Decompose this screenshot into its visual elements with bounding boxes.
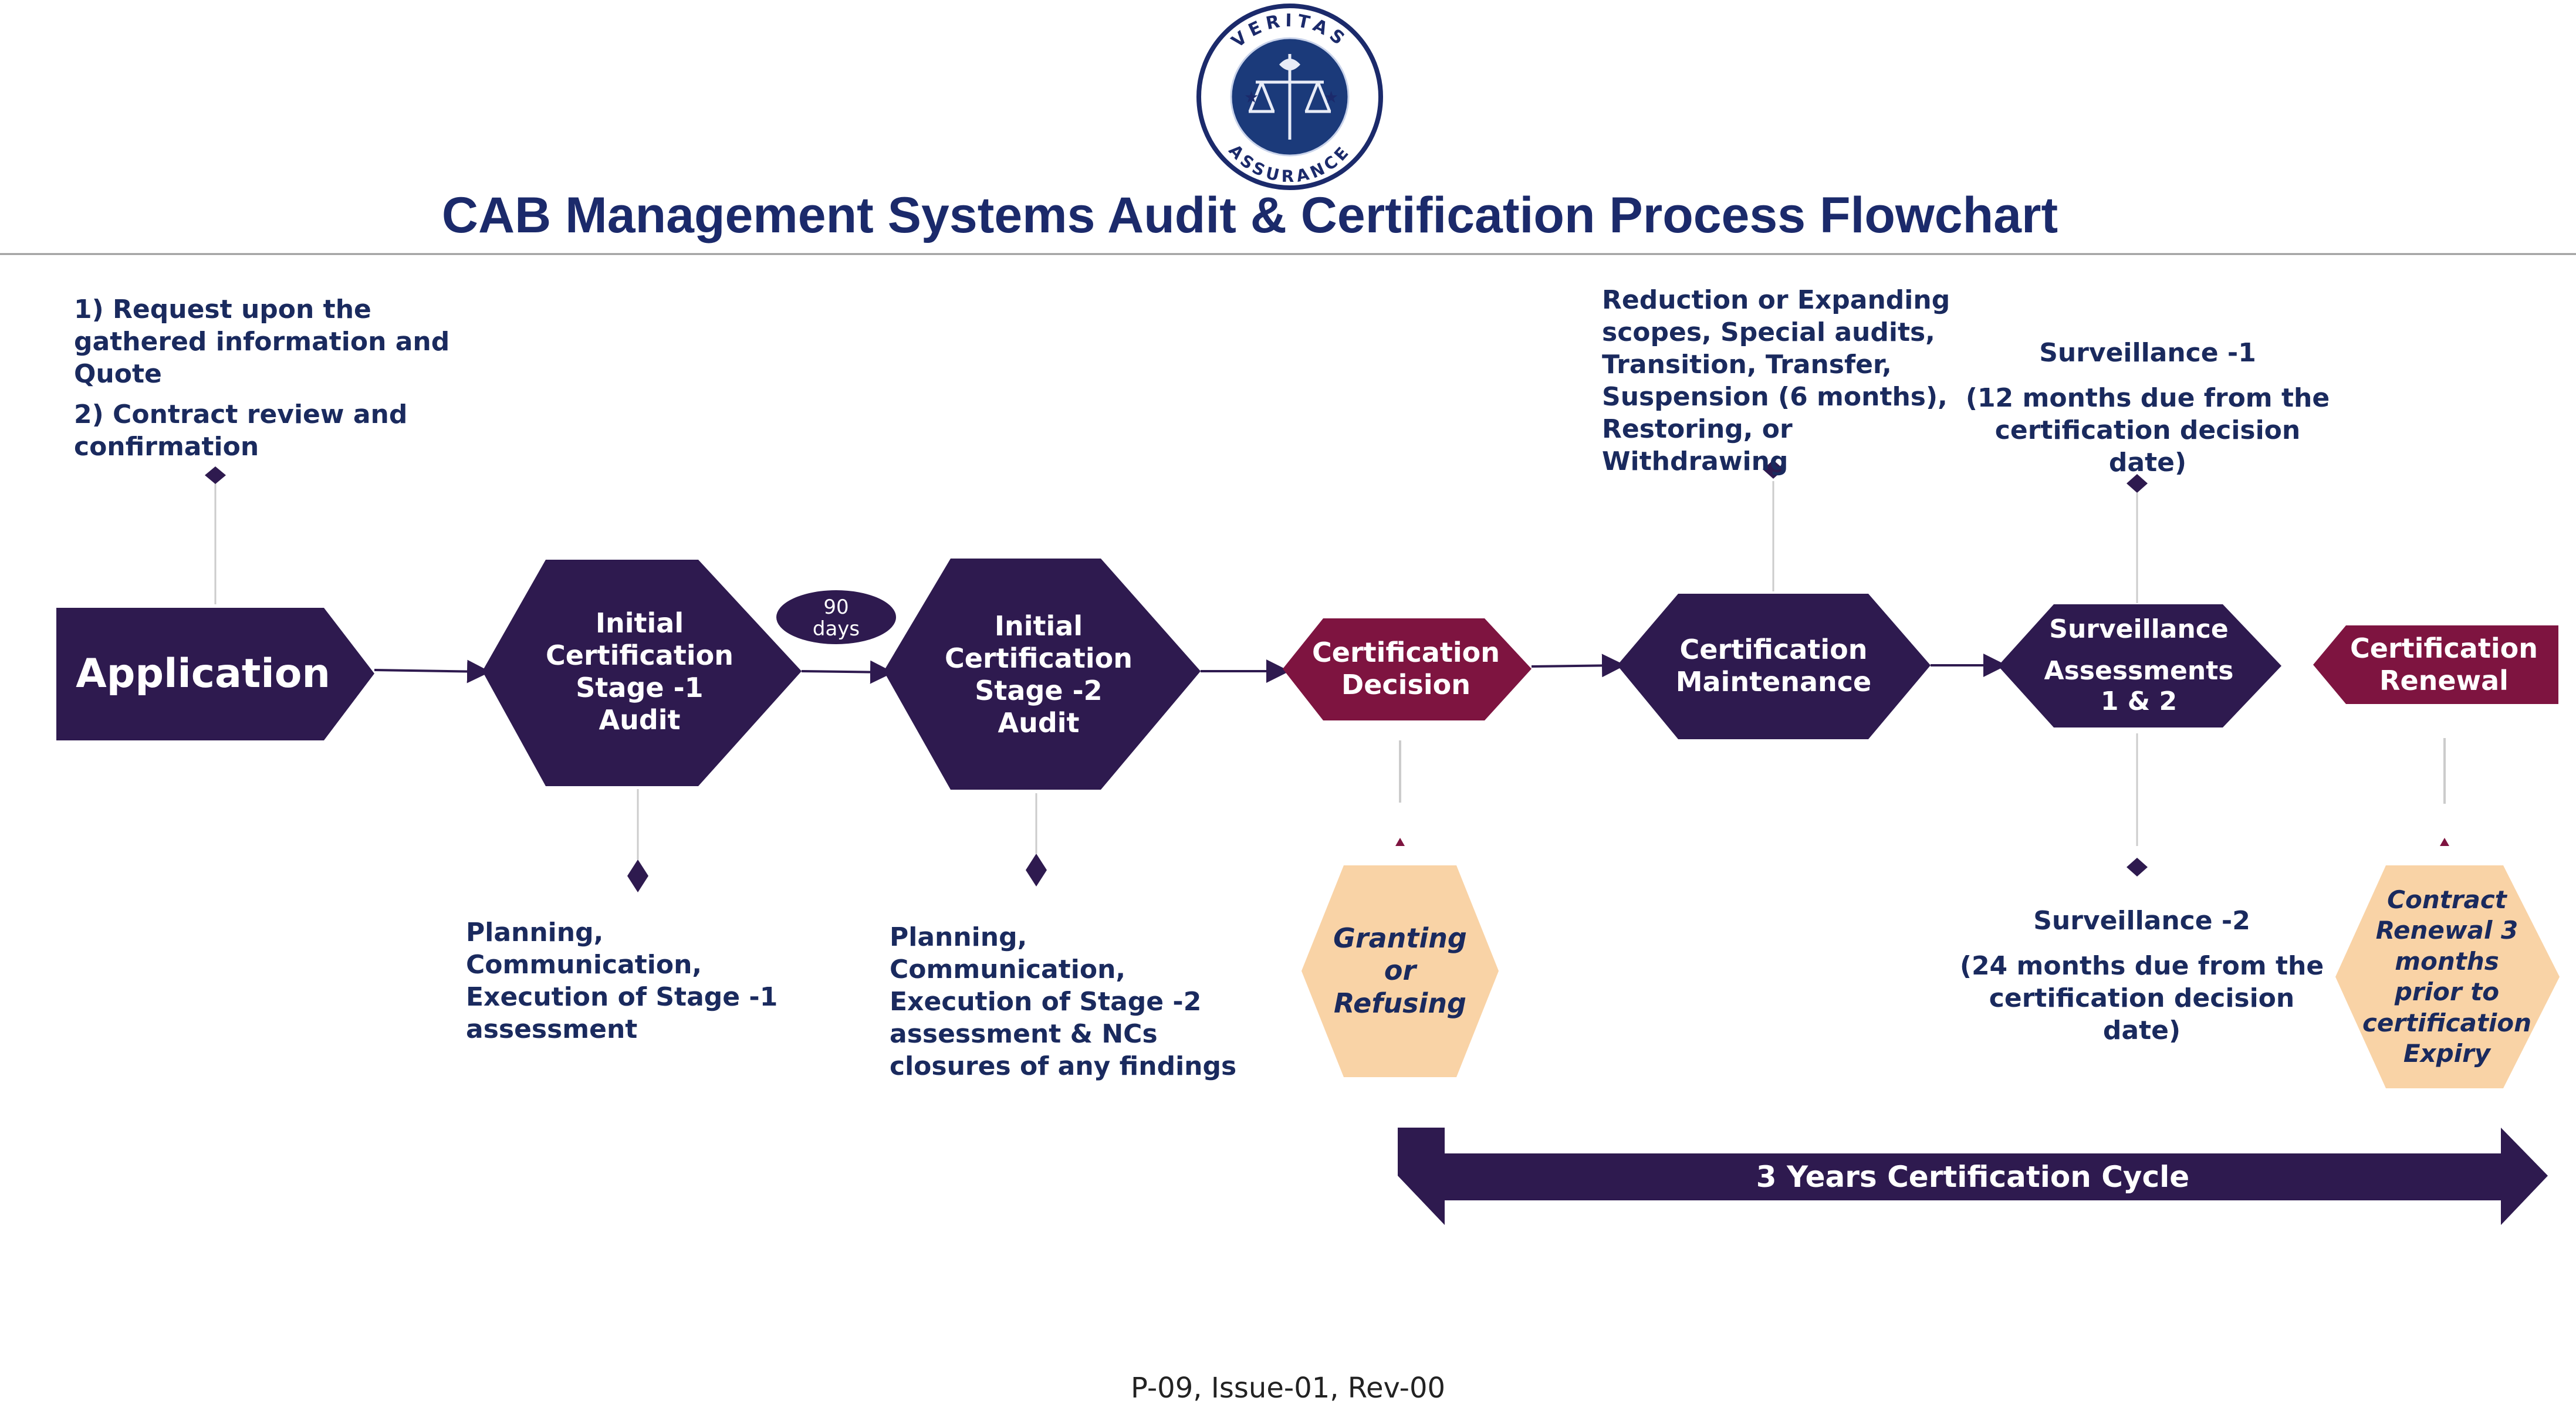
- decision-line: Certification: [1312, 636, 1500, 668]
- veritas-logo: ★ ★ VERITAS ASSURANCE: [1196, 4, 1383, 190]
- cycle-arrow: [1398, 1128, 2548, 1225]
- contract-renewal-line: Renewal 3: [2375, 916, 2518, 945]
- diamond-marker-surveillance-1: [2127, 474, 2148, 493]
- contract-renewal-line: months: [2395, 946, 2499, 976]
- cycle-text: 3 Years Certification Cycle: [1756, 1160, 2190, 1194]
- decision-shape: [1283, 618, 1532, 720]
- surveillance-2-note: Surveillance -2 (24 months due from the …: [1954, 905, 2330, 1055]
- granting-line: or: [1384, 955, 1417, 987]
- svg-text:★: ★: [1324, 87, 1338, 107]
- surveillance-2-title: Surveillance -2: [2033, 906, 2250, 936]
- stage1-label: Initial Certification Stage -1 Audit: [516, 575, 763, 769]
- contract-renewal-line: Expiry: [2403, 1039, 2491, 1068]
- maintenance-shape: [1617, 594, 1931, 739]
- diamond-marker-application: [205, 466, 226, 484]
- stage2-line: Audit: [998, 707, 1080, 739]
- surveillance-line: Surveillance: [2049, 614, 2229, 644]
- application-text: Application: [76, 651, 330, 698]
- stage2-hexagon: [884, 559, 1201, 790]
- decision-line: Decision: [1341, 669, 1470, 701]
- renewal-line: Certification: [2350, 632, 2538, 664]
- application-note-1: 1) Request upon the gathered information…: [74, 295, 450, 389]
- renewal-line: Renewal: [2379, 665, 2509, 696]
- days-badge: [774, 588, 898, 647]
- flow-shapes: [56, 559, 2560, 1225]
- diamond-marker-stage1: [627, 859, 648, 892]
- renewal-label: Certification Renewal: [2341, 625, 2547, 704]
- maintenance-line: Certification: [1679, 633, 1868, 665]
- page-footer: P-09, Issue-01, Rev-00: [1130, 1372, 1446, 1405]
- contract-renewal-label: Contract Renewal 3 months prior to certi…: [2347, 871, 2547, 1082]
- surveillance-1-title: Surveillance -1: [2039, 338, 2256, 368]
- contract-renewal-line: prior to: [2394, 977, 2500, 1006]
- maintenance-note: Reduction or Expanding scopes, Special a…: [1602, 285, 1950, 476]
- connectors: [374, 654, 2007, 684]
- triangle-marker-renewal: [2440, 838, 2449, 846]
- contract-renewal-hexagon: [2335, 865, 2560, 1088]
- granting-line: Refusing: [1334, 987, 1466, 1019]
- decision-label: Certification Decision: [1300, 622, 1512, 716]
- days-badge-unit: days: [812, 617, 860, 641]
- stage2-line: Certification: [945, 642, 1133, 674]
- contract-renewal-line: certification: [2362, 1008, 2532, 1037]
- application-shape: [56, 608, 374, 740]
- surveillance-label: Surveillance Assessments 1 & 2: [2019, 604, 2259, 727]
- surveillance-1-note: Surveillance -1 (12 months due from the …: [1960, 337, 2335, 487]
- svg-text:★: ★: [1244, 87, 1259, 107]
- stage1-line: Certification: [546, 639, 733, 671]
- stage1-line: Audit: [599, 704, 681, 736]
- diamond-marker-stage2: [1026, 854, 1047, 886]
- guide-lines: [205, 460, 2449, 892]
- surveillance-2-detail: (24 months due from the certification de…: [1959, 951, 2324, 1045]
- stage1-note: Planning, Communication, Execution of St…: [466, 918, 778, 1044]
- days-badge-number: 90: [823, 595, 849, 619]
- stage2-label: Initial Certification Stage -2 Audit: [915, 575, 1162, 774]
- application-note-2: 2) Contract review and confirmation: [74, 400, 408, 462]
- granting-hexagon: [1301, 865, 1499, 1077]
- maintenance-label: Certification Maintenance: [1643, 604, 1904, 727]
- stage2-line: Initial: [994, 610, 1083, 642]
- surveillance-1-detail: (12 months due from the certification de…: [1965, 383, 2330, 478]
- page-title: CAB Management Systems Audit & Certifica…: [441, 187, 2058, 243]
- stage1-hexagon: [482, 560, 802, 786]
- contract-renewal-line: Contract: [2387, 885, 2507, 914]
- stage2-line: Stage -2: [975, 675, 1103, 706]
- stage1-line: Initial: [595, 607, 684, 639]
- diamond-marker-surveillance-2: [2127, 858, 2148, 877]
- cycle-label: 3 Years Certification Cycle: [1445, 1153, 2501, 1200]
- surveillance-shape: [1998, 604, 2281, 727]
- stage1-line: Stage -1: [576, 672, 704, 703]
- arrow-decision-maintenance: [1531, 654, 1625, 678]
- diamond-marker-maintenance: [1763, 460, 1784, 479]
- days-badge-label: 90 days: [775, 591, 897, 645]
- application-notes: 1) Request upon the gathered information…: [74, 293, 473, 471]
- granting-label: Granting or Refusing: [1314, 880, 1486, 1062]
- granting-line: Granting: [1333, 922, 1467, 955]
- stage2-note: Planning, Communication, Execution of St…: [890, 922, 1237, 1081]
- arrow-application-stage1: [374, 659, 491, 683]
- renewal-shape: [2313, 625, 2558, 704]
- application-label: Application: [56, 608, 350, 740]
- surveillance-line: 1 & 2: [2100, 686, 2178, 717]
- arrow-stage1-stage2: [801, 660, 894, 684]
- surveillance-line: Assessments: [2044, 655, 2234, 686]
- triangle-marker-decision: [1395, 838, 1405, 846]
- maintenance-line: Maintenance: [1675, 666, 1872, 698]
